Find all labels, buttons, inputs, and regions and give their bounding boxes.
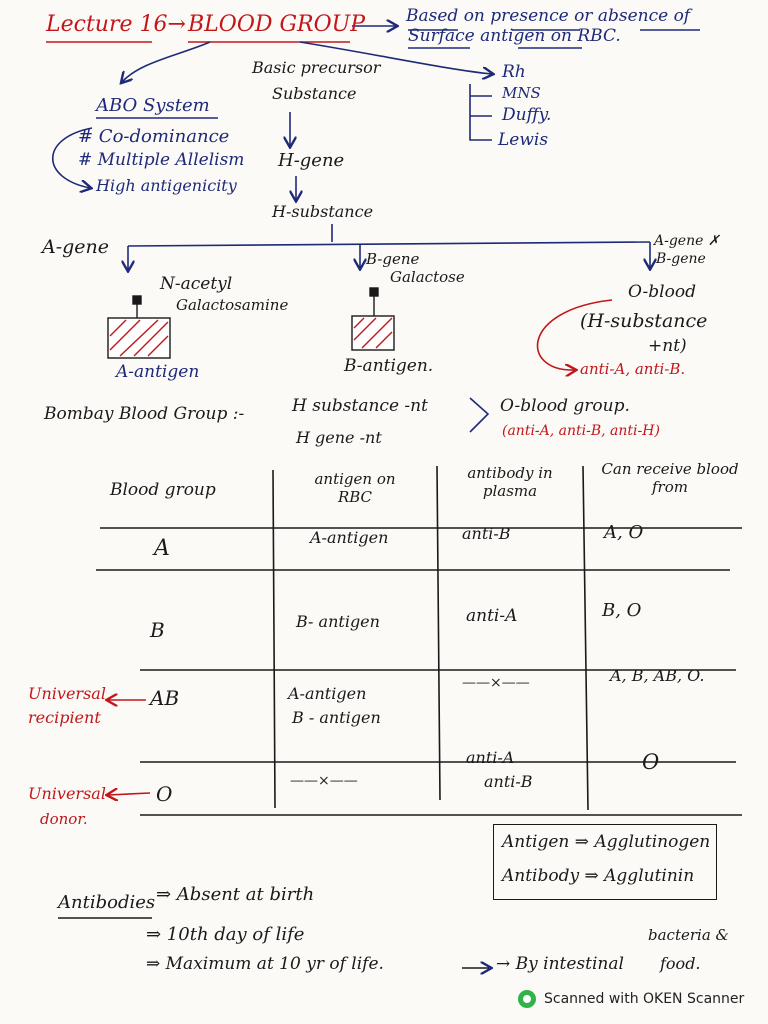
n-acetyl-1: N-acetyl xyxy=(160,274,233,294)
row-ab-antigen-2: B - antigen xyxy=(292,708,381,727)
based-line-2: Surface antigen on RBC. xyxy=(408,26,621,46)
antibodies-point-4: → By intestinal xyxy=(496,954,624,974)
antibodies-label: Antibodies xyxy=(58,892,156,913)
row-ab-antibody: ——×—— xyxy=(462,675,530,691)
b-antigen-label: B-antigen. xyxy=(344,356,434,376)
beaker-a xyxy=(107,295,171,359)
galactose: Galactose xyxy=(390,268,465,286)
abo-point-1: # Co-dominance xyxy=(78,126,230,147)
universal-recipient-1: Universal xyxy=(28,684,106,703)
universal-recipient-2: recipient xyxy=(28,708,101,727)
bombay-h-substance: H substance -nt xyxy=(292,396,428,416)
o-antibodies: anti-A, anti-B. xyxy=(580,360,686,378)
th-receive: Can receive blood from xyxy=(601,460,739,496)
scanner-text: Scanned with OKEN Scanner xyxy=(544,991,745,1007)
antibodies-point-3: ⇒ Maximum at 10 yr of life. xyxy=(146,954,384,974)
o-h-substance-2: +nt) xyxy=(648,336,687,356)
row-ab-receive: A, B, AB, O. xyxy=(610,666,705,685)
bombay-label: Bombay Blood Group :- xyxy=(44,404,245,424)
basic-precursor-2: Substance xyxy=(272,84,357,103)
other-system-4: Lewis xyxy=(498,130,549,150)
row-o-group: O xyxy=(156,782,173,806)
antibodies-point-2: ⇒ 10th day of life xyxy=(146,924,305,945)
row-ab-antigen-1: A-antigen xyxy=(288,684,367,703)
definition-box xyxy=(493,824,717,900)
topic-title: BLOOD GROUP xyxy=(188,12,365,37)
row-o-antigen: ——×—— xyxy=(290,773,358,789)
based-line-1: Based on presence or absence of xyxy=(406,6,691,26)
other-system-2: MNS xyxy=(502,84,541,102)
beaker-b xyxy=(351,287,395,351)
row-o-antibody-2: anti-B xyxy=(484,772,533,791)
antibodies-point-5b: food. xyxy=(660,954,701,973)
row-a-antigen: A-antigen xyxy=(310,528,389,547)
scanner-logo-icon xyxy=(518,990,536,1008)
o-genes-1: A-gene ✗ xyxy=(654,233,720,249)
other-system-1: Rh xyxy=(502,62,526,82)
abo-title: ABO System xyxy=(96,95,210,116)
lecture-title: Lecture 16→ xyxy=(46,12,186,37)
row-a-antibody: anti-B xyxy=(462,524,511,543)
box-line-1: Antigen ⇒ Agglutinogen xyxy=(502,832,711,852)
a-gene: A-gene xyxy=(42,236,110,258)
universal-donor-1: Universal xyxy=(28,784,106,803)
row-o-antibody-1: anti-A xyxy=(466,748,515,767)
row-o-receive: O xyxy=(642,750,660,774)
n-acetyl-2: Galactosamine xyxy=(176,296,289,314)
o-h-substance-1: (H-substance xyxy=(580,310,708,332)
antibodies-point-5a: bacteria & xyxy=(648,926,729,944)
bombay-h-gene: H gene -nt xyxy=(296,428,382,447)
th-antibody: antibody in plasma xyxy=(467,464,553,500)
o-genes-2: B-gene xyxy=(656,251,706,267)
universal-donor-2: donor. xyxy=(40,810,88,828)
row-b-receive: B, O xyxy=(602,600,642,621)
box-line-2: Antibody ⇒ Agglutinin xyxy=(502,866,695,886)
row-b-antigen: B- antigen xyxy=(296,612,380,631)
scanner-footer: Scanned with OKEN Scanner xyxy=(518,990,744,1008)
antibodies-point-1: ⇒ Absent at birth xyxy=(156,884,315,905)
row-a-group: A xyxy=(154,536,170,561)
abo-point-2: # Multiple Allelism xyxy=(78,150,245,170)
basic-precursor-1: Basic precursor xyxy=(252,58,381,77)
bombay-result: O-blood group. xyxy=(500,396,630,416)
abo-point-3: High antigenicity xyxy=(96,176,237,195)
bombay-antibodies: (anti-A, anti-B, anti-H) xyxy=(502,423,660,439)
h-gene: H-gene xyxy=(278,150,345,171)
th-antigen: antigen on RBC xyxy=(314,470,396,506)
row-a-receive: A, O xyxy=(604,522,644,543)
th-blood-group: Blood group xyxy=(110,480,216,500)
row-b-group: B xyxy=(150,618,165,642)
a-antigen-label: A-antigen xyxy=(116,362,200,382)
h-substance: H-substance xyxy=(272,202,374,221)
b-gene: B-gene xyxy=(366,250,420,268)
row-ab-group: AB xyxy=(150,686,180,710)
o-blood: O-blood xyxy=(628,282,696,302)
row-b-antibody: anti-A xyxy=(466,606,518,626)
other-system-3: Duffy. xyxy=(502,105,552,125)
